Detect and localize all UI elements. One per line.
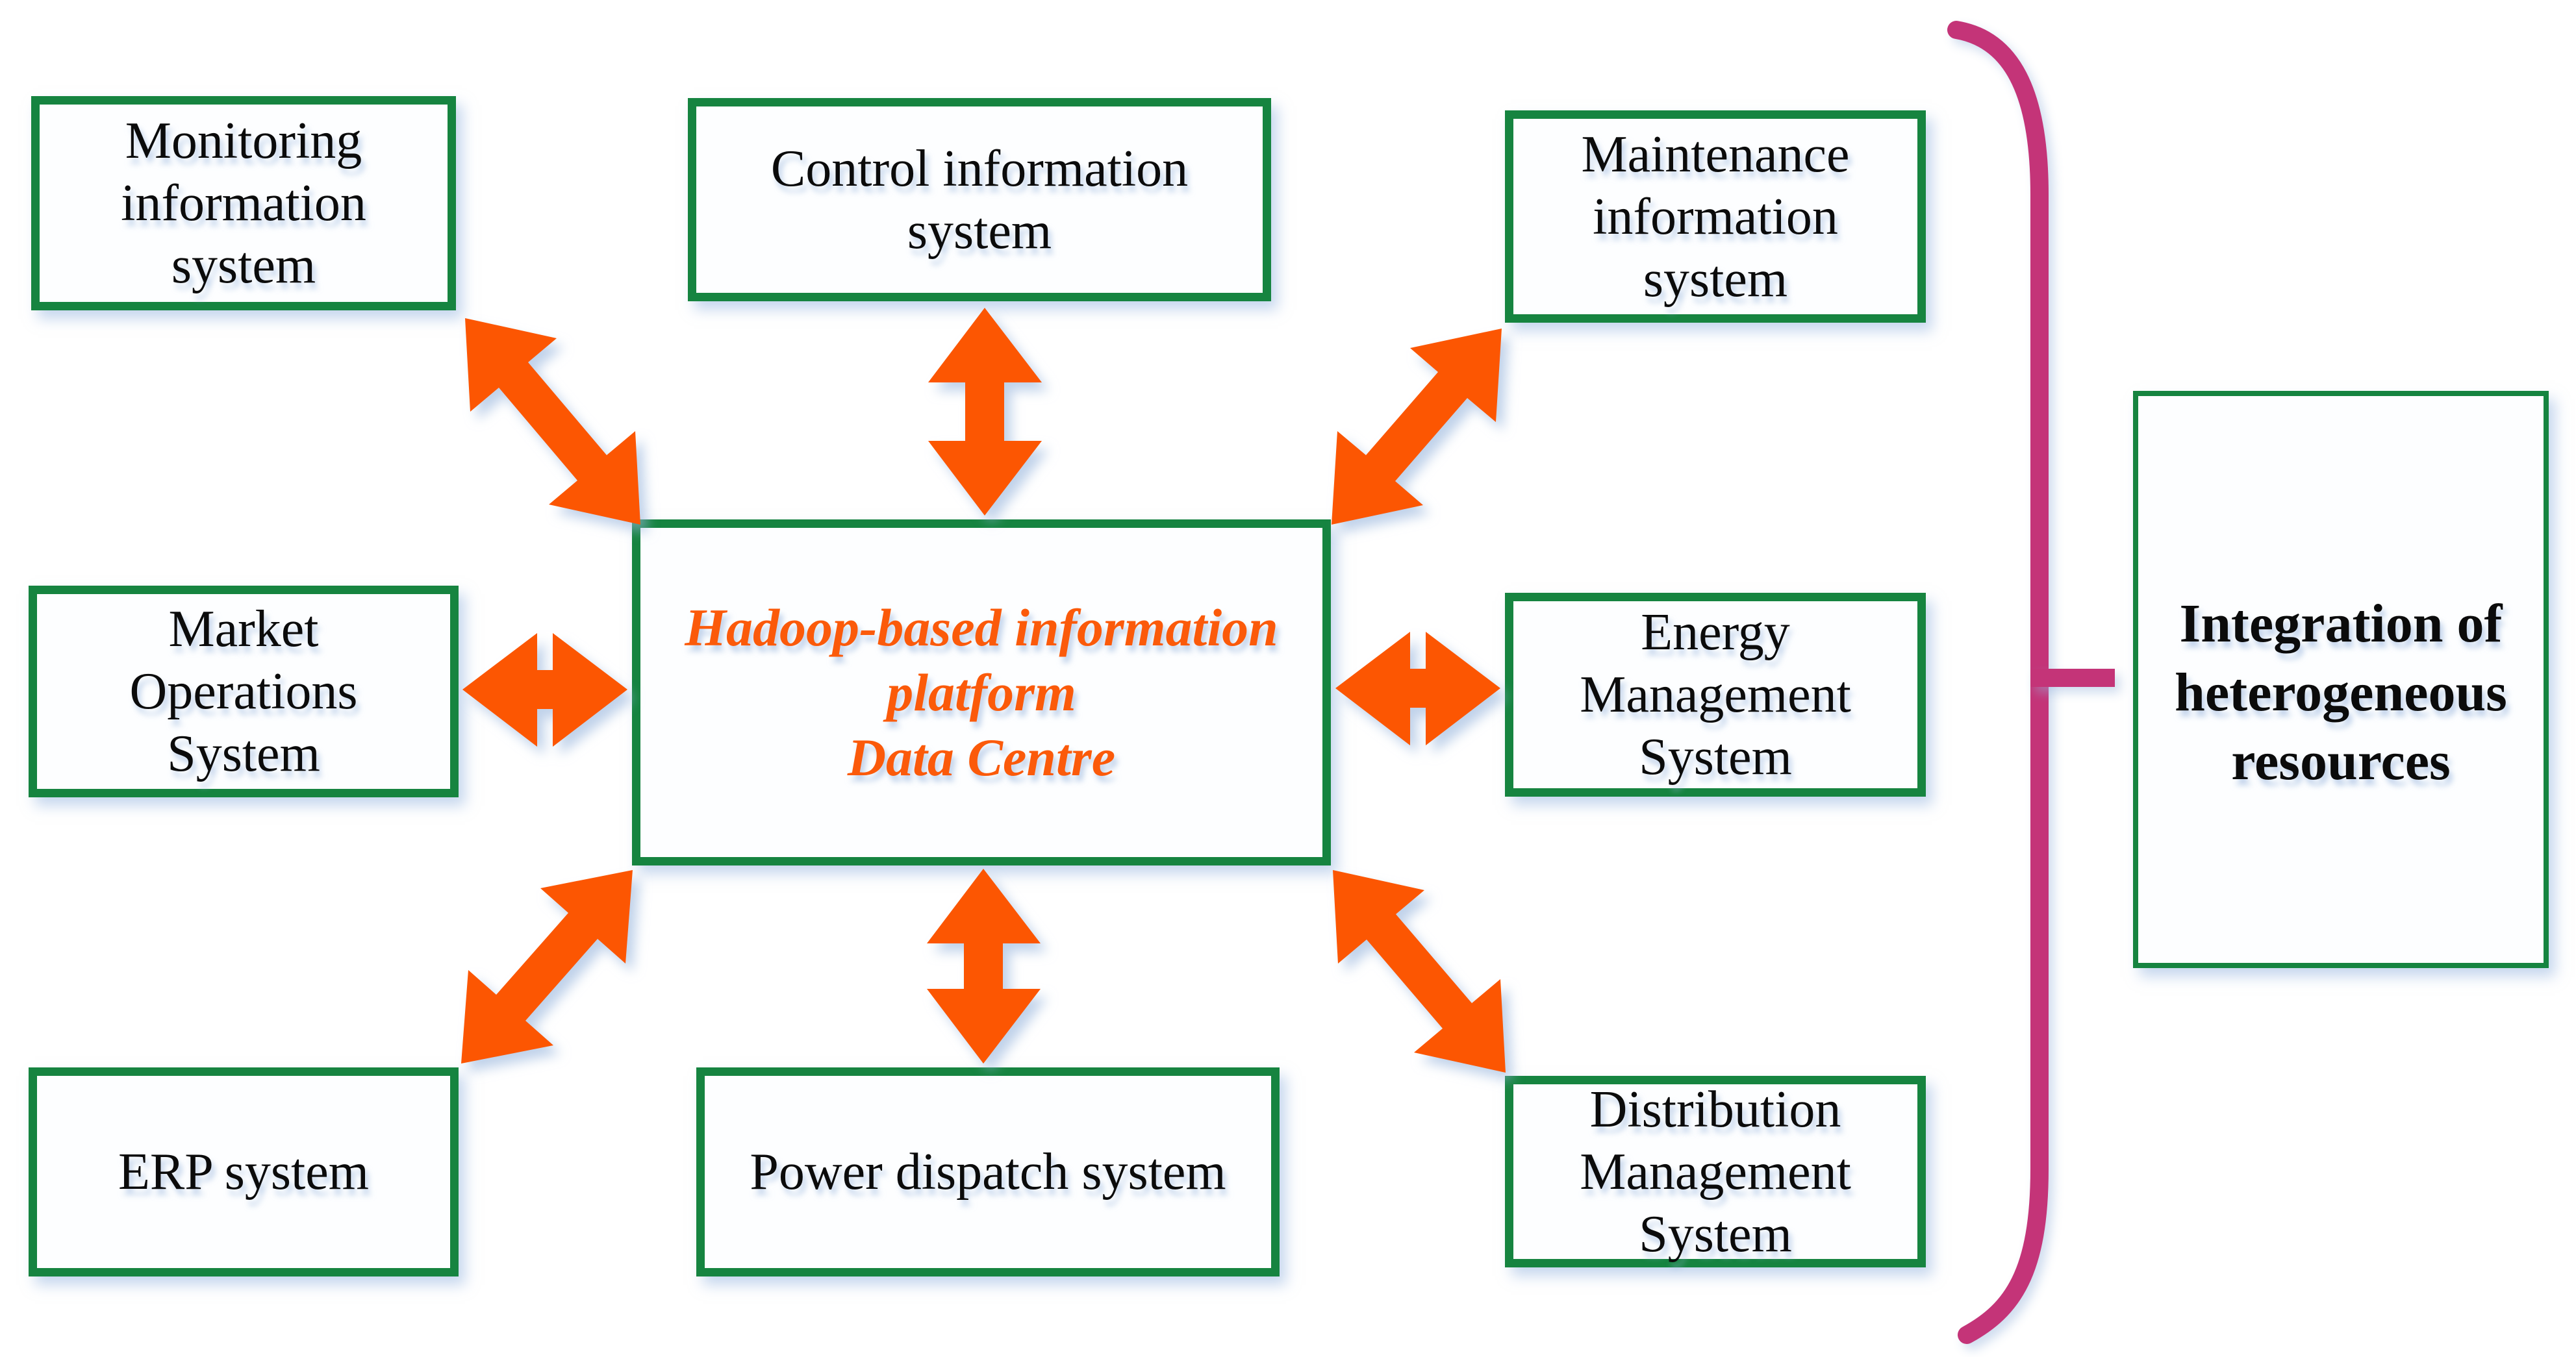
double-arrow-market-center	[462, 633, 627, 747]
double-arrow-control-center	[928, 308, 1042, 516]
box-monitoring-label-line: Monitoring	[125, 112, 362, 169]
box-distribution-label-line: Management	[1580, 1143, 1851, 1201]
box-market-label-line: Market	[168, 601, 319, 658]
grouping-brace	[1947, 21, 2049, 1344]
box-integration-label-line: heterogeneous	[2175, 662, 2507, 723]
box-integration-label-line: resources	[2231, 730, 2451, 791]
double-arrow-center-power	[927, 869, 1041, 1064]
box-maintenance-label-line: Maintenance	[1581, 125, 1850, 183]
box-distribution-label-line: Distribution	[1589, 1080, 1841, 1138]
double-arrow-center-energy	[1335, 632, 1500, 745]
box-energy-label-line: System	[1639, 728, 1792, 786]
box-integration-label-line: Integration of	[2179, 593, 2503, 654]
box-energy-label-line: Energy	[1641, 604, 1790, 661]
box-market-label-line: System	[167, 725, 320, 782]
box-energy-label-line: Management	[1580, 666, 1851, 723]
box-power: Power dispatch system	[696, 1067, 1280, 1276]
box-center-label-line: Hadoop-based information	[685, 597, 1278, 657]
box-distribution-label-line: System	[1639, 1205, 1792, 1263]
box-erp-label-line: ERP system	[118, 1143, 369, 1201]
box-market-label-line: Operations	[129, 663, 358, 720]
double-arrow-maintenance-center	[1332, 329, 1502, 525]
double-arrow-center-distribution	[1333, 870, 1506, 1073]
box-center-label-line: Data Centre	[847, 727, 1116, 787]
box-integration: Integration of heterogeneous resources	[2133, 391, 2549, 968]
double-arrow-monitoring-center	[465, 318, 640, 525]
double-arrow-center-erp	[461, 870, 633, 1064]
box-maintenance-label-line: system	[1643, 250, 1788, 308]
box-erp: ERP system	[29, 1067, 459, 1276]
box-center-label-line: platform	[887, 662, 1076, 722]
box-control-label-line: system	[907, 202, 1052, 260]
box-power-label-line: Power dispatch system	[750, 1143, 1226, 1201]
box-maintenance-label-line: information	[1593, 188, 1838, 245]
box-monitoring-label-line: system	[171, 237, 316, 294]
box-control-label-line: Control information	[770, 140, 1189, 197]
box-monitoring-label-line: information	[121, 175, 366, 232]
